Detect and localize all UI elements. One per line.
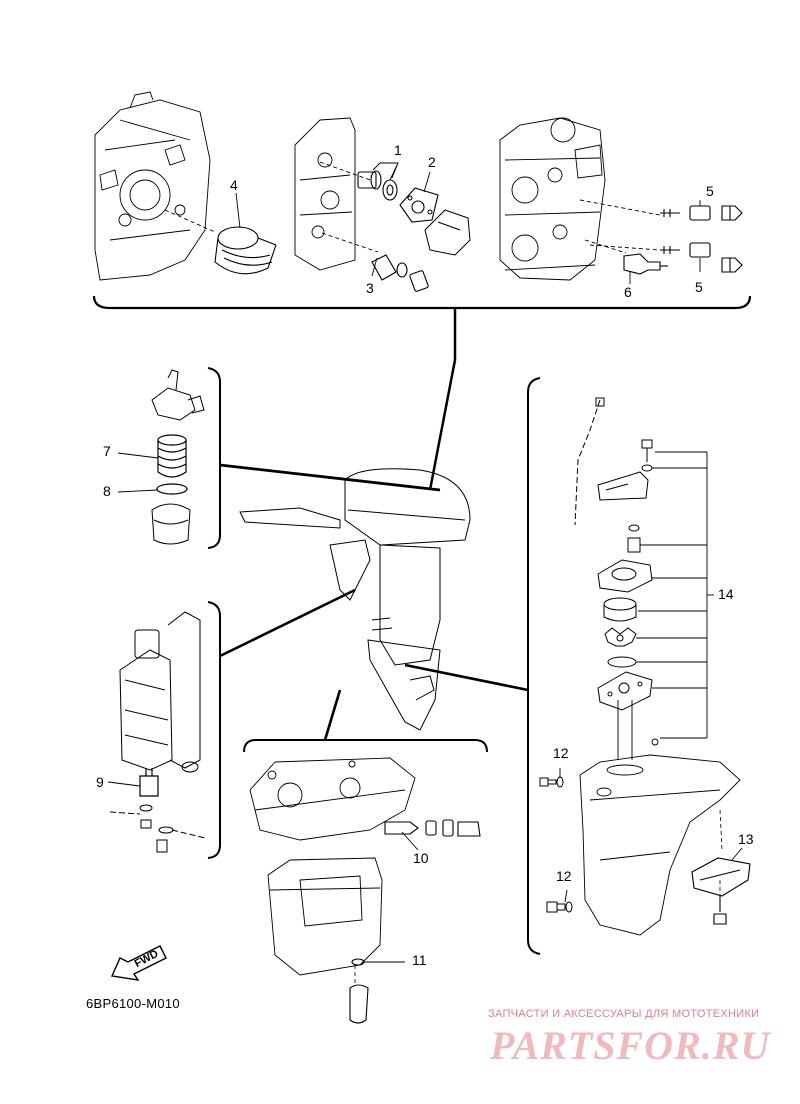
drain-screw-upper [539, 776, 564, 788]
callout-7: 7 [103, 443, 111, 459]
drain-screw-lower [546, 901, 573, 913]
callout-11: 11 [412, 952, 427, 968]
callout-4: 4 [230, 177, 238, 193]
water-tube-bracket [597, 471, 649, 501]
callout-14: 14 [718, 586, 734, 602]
outboard-motor [239, 468, 471, 731]
left-lower-panel [107, 588, 356, 859]
callout-5-lower: 5 [695, 279, 703, 295]
anode-upper [660, 205, 743, 221]
cylinder-head [499, 117, 661, 281]
callout-6: 6 [624, 284, 632, 300]
tilt-cylinder [119, 611, 201, 773]
center-lower-panel [243, 739, 488, 1024]
pump-bolt [641, 439, 653, 472]
right-panel [404, 377, 751, 955]
callout-8: 8 [103, 483, 111, 499]
drain-plug [349, 958, 369, 1024]
crankcase-block [94, 91, 216, 281]
callout-5-upper: 5 [706, 183, 714, 199]
oil-filter [214, 226, 277, 275]
bolt-washer-set [109, 804, 206, 853]
oil-pan [267, 857, 383, 976]
callout-3: 3 [366, 280, 374, 296]
thermostat-gasket [399, 187, 439, 223]
pump-parts-stack [597, 524, 653, 711]
thermostat-cover [424, 209, 471, 256]
cylinder-head-side [294, 117, 379, 271]
spark-plug [623, 253, 668, 275]
fuel-filter-cup [151, 503, 191, 545]
upper-casing [249, 757, 416, 841]
watermark-logo: PARTSFOR.RU [490, 1023, 771, 1068]
callout-2: 2 [428, 154, 436, 170]
left-upper-panel [117, 367, 441, 549]
watermark-tagline: ЗАПЧАСТИ И АКСЕССУАРЫ ДЛЯ МОТОТЕХНИКИ [488, 1008, 760, 1020]
part-14-leaders [636, 451, 714, 739]
callout-12-lower: 12 [556, 868, 572, 884]
callout-13: 13 [738, 831, 754, 847]
callout-12-upper: 12 [553, 745, 569, 761]
fuel-filter-element [157, 434, 187, 478]
bracket-part-9 [139, 768, 159, 797]
trim-tab-anode [691, 857, 751, 925]
anode-lower [660, 242, 743, 273]
callout-1: 1 [394, 142, 402, 158]
cooling-water-plug [371, 254, 429, 292]
thermostat [357, 170, 398, 201]
oil-level-gauge [384, 819, 481, 837]
fwd-arrow [110, 945, 167, 981]
fuel-filter-cap [151, 369, 205, 421]
model-code: 6BP6100-M010 [86, 996, 180, 1011]
callout-9: 9 [96, 774, 104, 790]
lower-unit [579, 700, 741, 936]
top-panel [92, 91, 752, 360]
fuel-filter-o-ring [156, 483, 188, 495]
callout-10: 10 [413, 850, 429, 866]
